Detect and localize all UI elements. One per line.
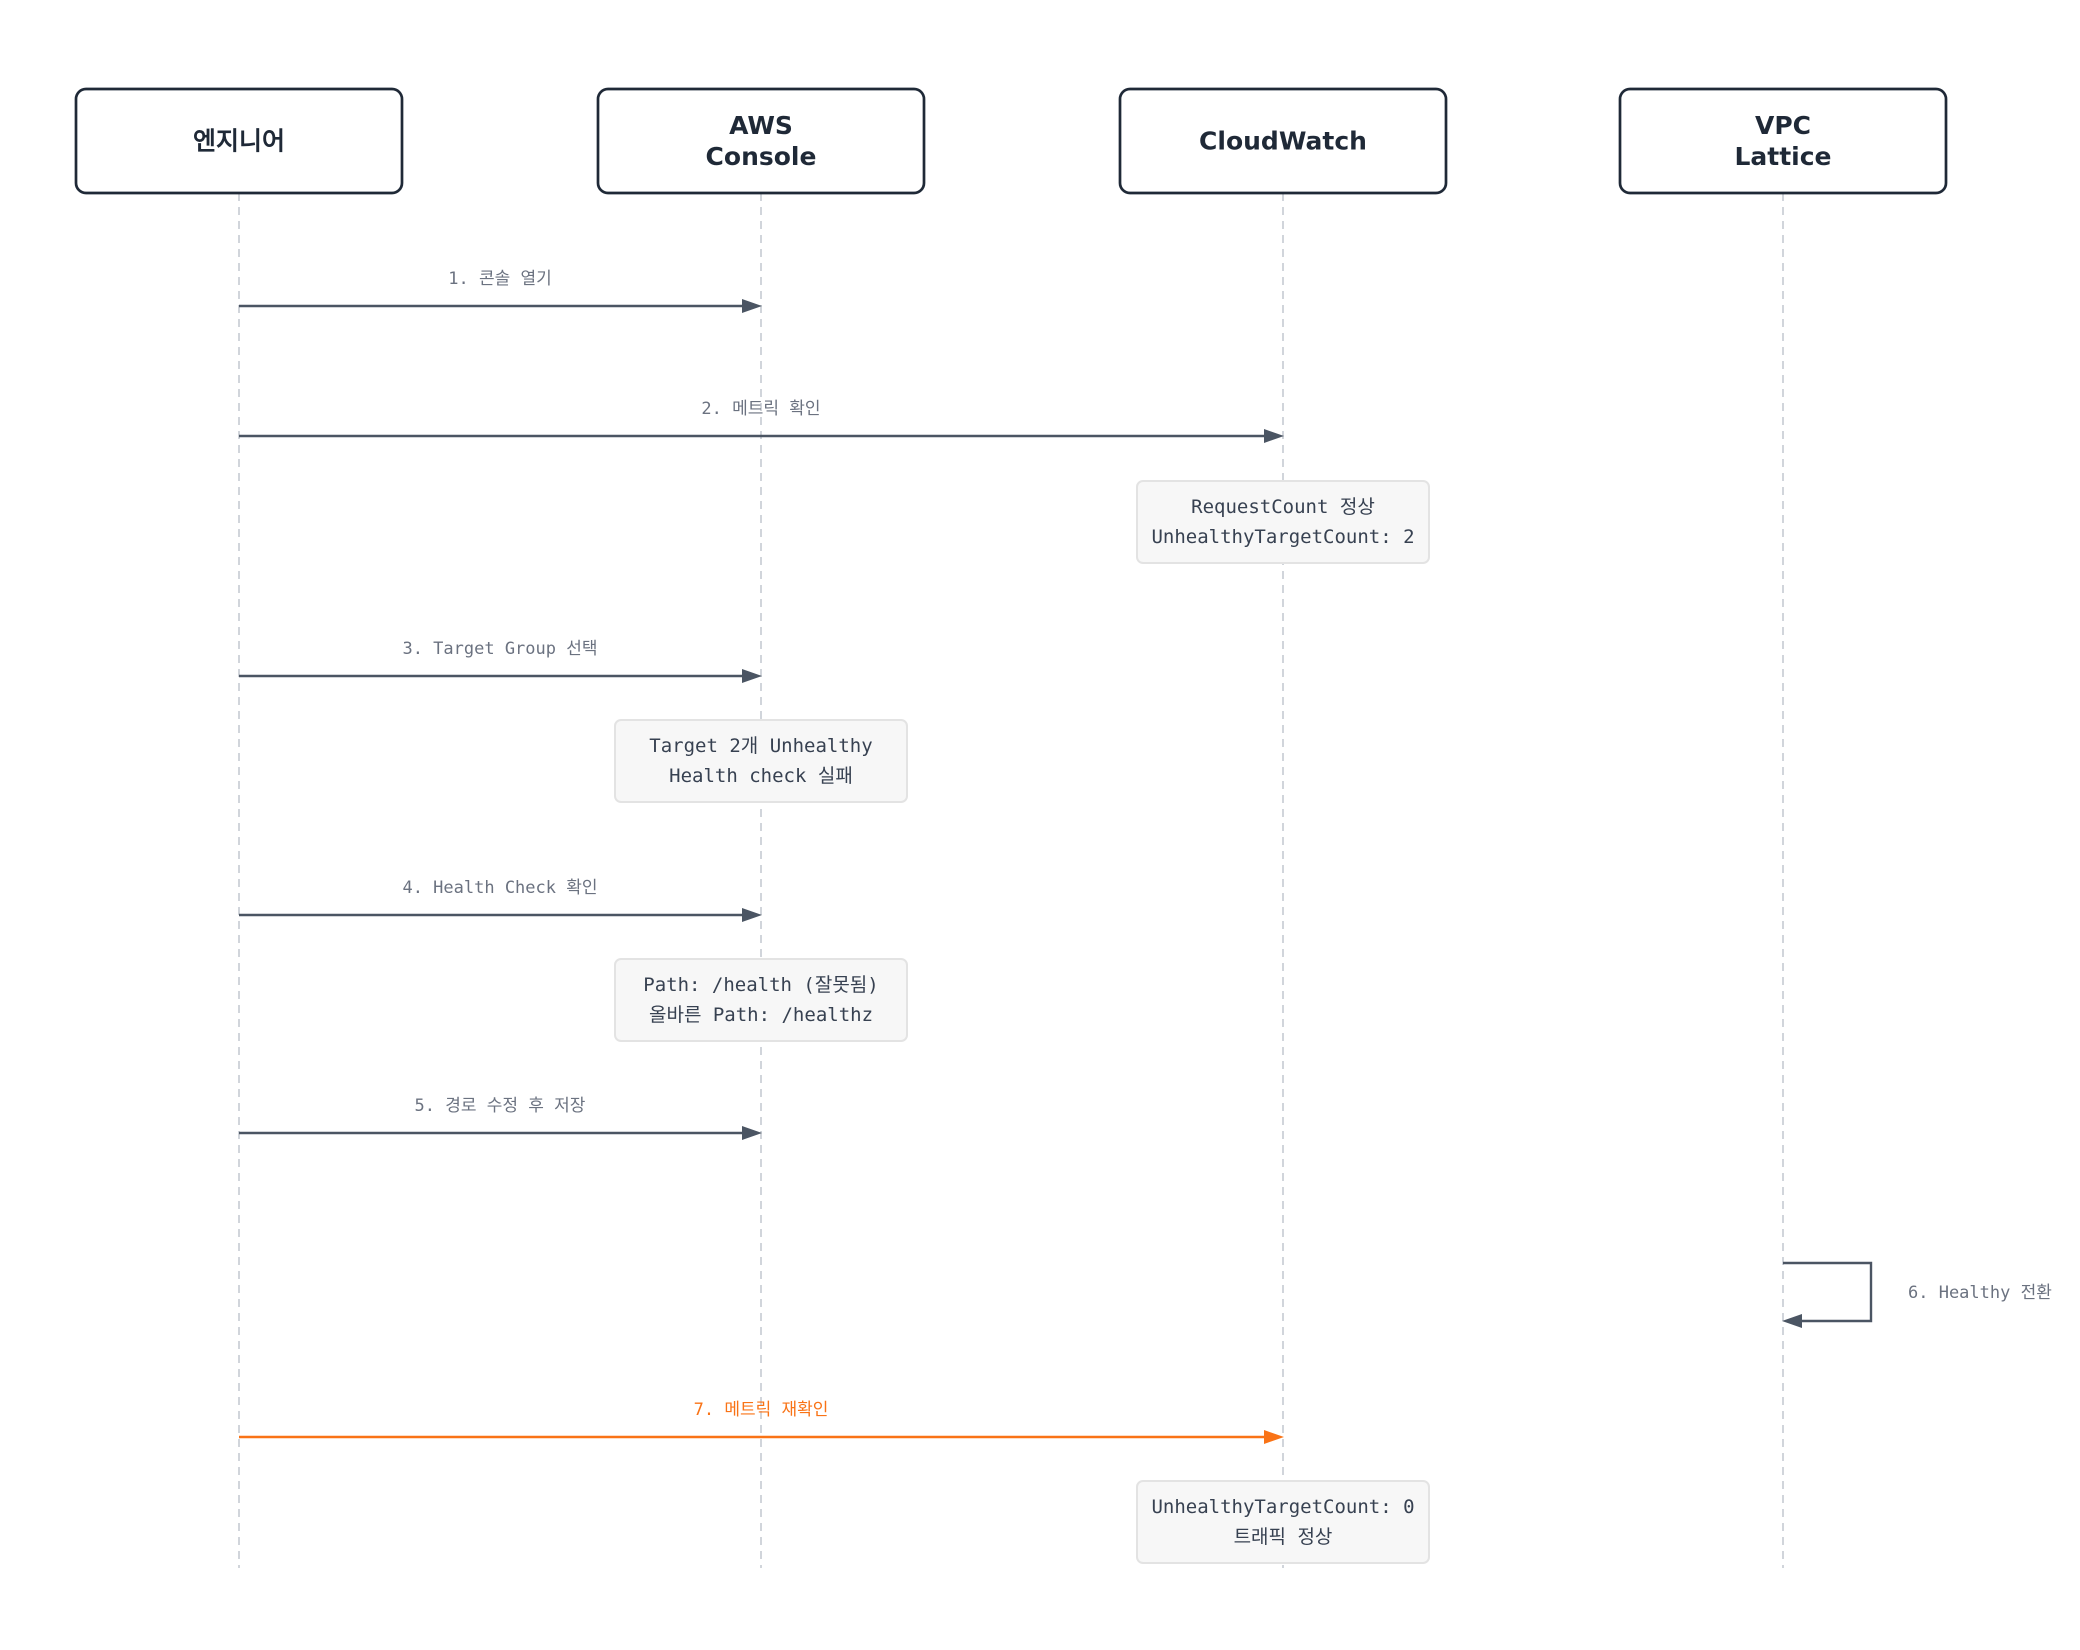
actor-label: Console — [706, 142, 817, 171]
message-label: 1. 콘솔 열기 — [448, 269, 552, 289]
note-box — [614, 719, 908, 803]
message-8: 5. 경로 수정 후 저장 — [239, 1096, 762, 1140]
message-1: 1. 콘솔 열기 — [239, 269, 762, 313]
note: UnhealthyTargetCount: 0 트래픽 정상 — [1136, 1480, 1430, 1564]
arrowhead — [742, 669, 762, 683]
message-label: 5. 경로 수정 후 저장 — [415, 1096, 586, 1116]
lifelines — [238, 193, 1784, 1568]
note-box — [1136, 480, 1430, 564]
note-text: Target 2개 Unhealthy — [649, 735, 872, 757]
note: RequestCount 정상 UnhealthyTargetCount: 2 — [1136, 480, 1430, 564]
arrowhead — [1782, 1314, 1802, 1328]
note-text: 올바른 Path: /healthz — [649, 1004, 873, 1026]
actor-label: VPC — [1755, 111, 1811, 140]
note-box — [1136, 1480, 1430, 1564]
arrowhead — [1264, 1430, 1284, 1444]
note-text: Health check 실패 — [669, 765, 853, 787]
actor-engineer: 엔지니어 — [74, 87, 404, 195]
actor-label: 엔지니어 — [193, 127, 285, 156]
message-2: 2. 메트릭 확인 — [239, 399, 1284, 443]
message-label: 3. Target Group 선택 — [402, 639, 597, 659]
actor-box — [74, 87, 404, 195]
note-box — [614, 958, 908, 1042]
self-arrow — [1783, 1261, 1873, 1323]
message-label: 4. Health Check 확인 — [402, 878, 597, 898]
arrowhead — [1264, 429, 1284, 443]
message-label: 7. 메트릭 재확인 — [694, 1400, 829, 1420]
actor-cloudwatch: CloudWatch — [1118, 87, 1448, 195]
actor-label: Lattice — [1734, 142, 1831, 171]
arrowhead — [742, 908, 762, 922]
message-10: 7. 메트릭 재확인 — [239, 1400, 1284, 1444]
note-text: UnhealthyTargetCount: 2 — [1151, 526, 1414, 548]
note-text: 트래픽 정상 — [1234, 1526, 1333, 1548]
note-text: Path: /health (잘못됨) — [643, 974, 878, 996]
note-text: UnhealthyTargetCount: 0 — [1151, 1496, 1414, 1518]
message-label: 6. Healthy 전환 — [1908, 1283, 2052, 1303]
arrowhead — [742, 299, 762, 313]
arrowhead — [742, 1126, 762, 1140]
message-6: 4. Health Check 확인 — [239, 878, 762, 922]
note: Path: /health (잘못됨) 올바른 Path: /healthz — [614, 958, 908, 1042]
message-label: 2. 메트릭 확인 — [701, 399, 820, 419]
actor-box — [596, 87, 926, 195]
self-message: 6. Healthy 전환 — [1782, 1261, 2052, 1328]
actor-box — [1618, 87, 1948, 195]
steps: 1. 콘솔 열기 2. 메트릭 확인 RequestCount 정상 Unhealth… — [239, 269, 2052, 1564]
message-4: 3. Target Group 선택 — [239, 639, 762, 683]
actor-box — [1118, 87, 1448, 195]
actor-label: CloudWatch — [1199, 127, 1367, 156]
actor-label: AWS — [729, 111, 793, 140]
note-text: RequestCount 정상 — [1191, 496, 1375, 518]
